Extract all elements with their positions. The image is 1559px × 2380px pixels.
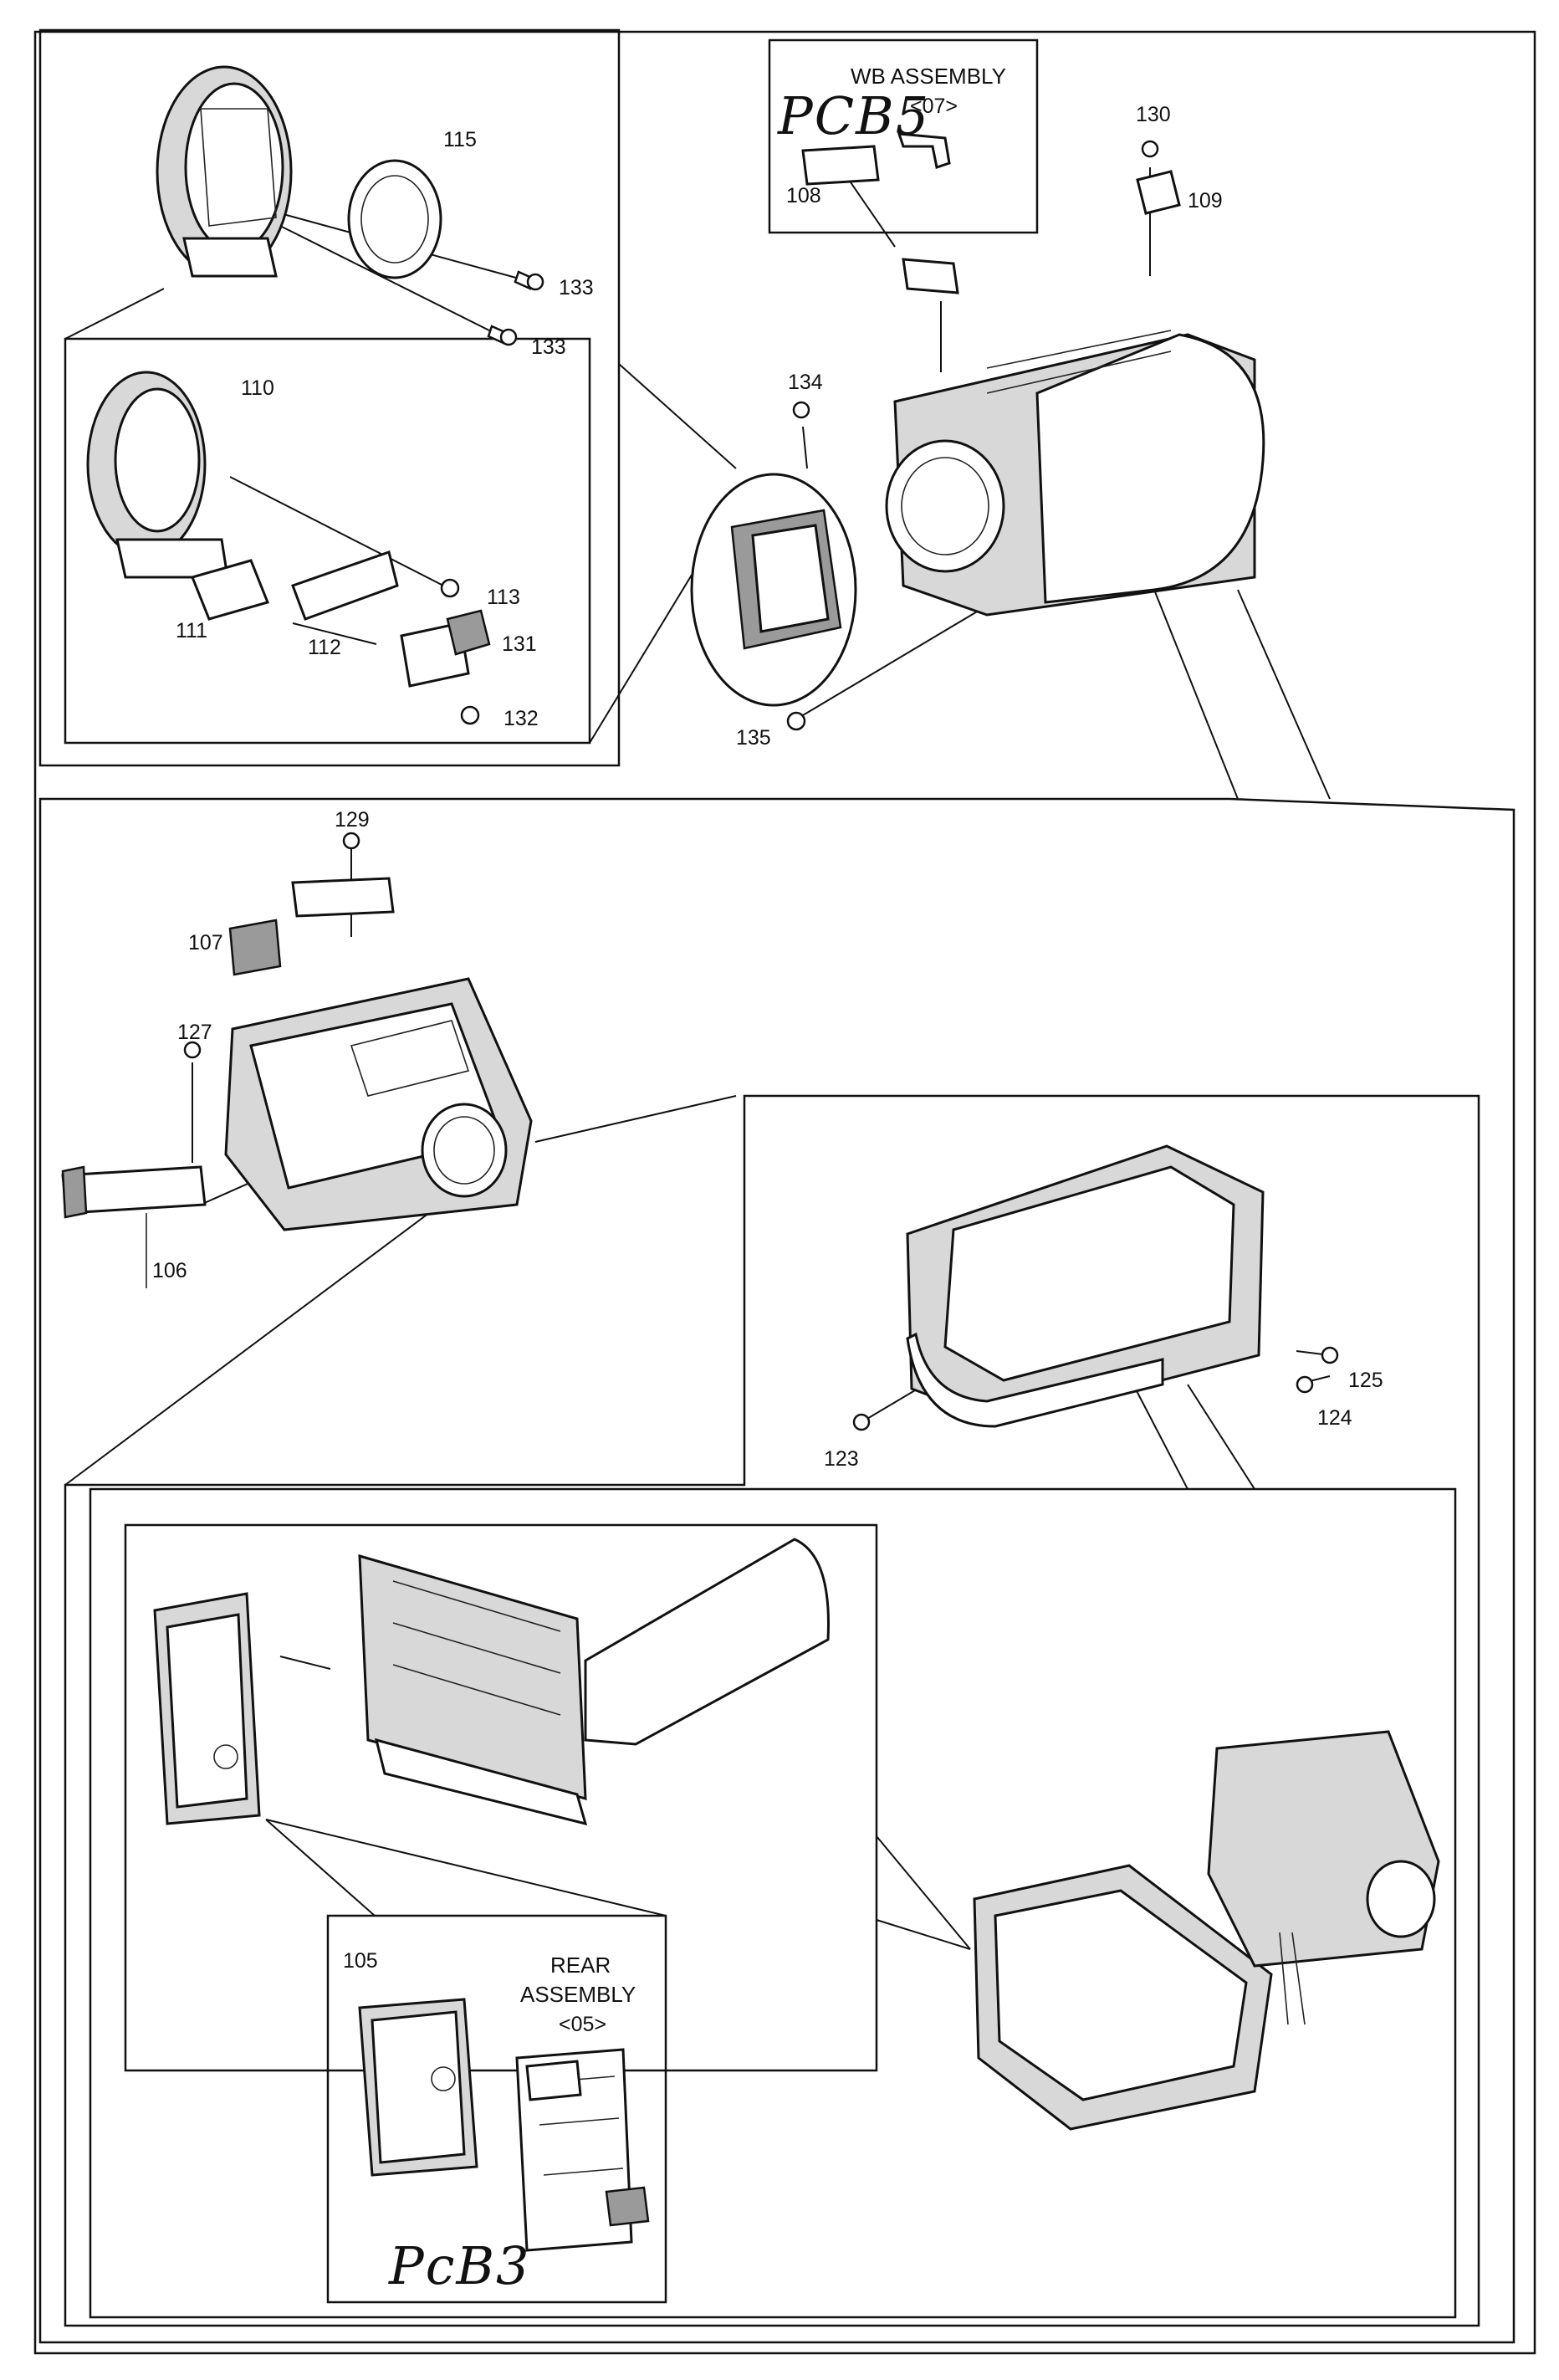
outer-frame — [33, 30, 1536, 2355]
front-bezel-134 — [690, 401, 857, 731]
rear-assembly-title-line2: ASSEMBLY — [520, 1982, 636, 2007]
callout-108: 108 — [786, 184, 821, 207]
wb-assembly-parts — [801, 132, 1181, 294]
callout-106: 106 — [152, 1259, 187, 1282]
chassis-detail-panel — [64, 1094, 1480, 2327]
callout-125: 125 — [1348, 1369, 1383, 1392]
wb-assembly-code: <07> — [910, 95, 958, 118]
lower-panel — [89, 1487, 1457, 2319]
rear-assembly-title-line1: REAR — [550, 1953, 611, 1978]
chassis-rear-view — [852, 1144, 1339, 1431]
callout-113: 113 — [487, 586, 520, 609]
handwritten-pcb5: PCB5 — [777, 85, 930, 146]
callout-133: 133 — [531, 335, 566, 359]
rear-assembly-box — [326, 1914, 667, 2304]
callout-111: 111 — [176, 619, 207, 642]
callout-105: 105 — [343, 1949, 378, 1973]
callout-115: 115 — [443, 128, 477, 151]
frames — [33, 28, 1536, 2355]
rear-detail-box — [124, 1523, 878, 2072]
callout-127: 127 — [177, 1021, 212, 1044]
callout-110: 110 — [241, 376, 274, 400]
callout-131: 131 — [502, 632, 537, 656]
callout-109: 109 — [1188, 189, 1223, 212]
assembly-labels: WB ASSEMBLY <07> REAR ASSEMBLY <05> — [520, 64, 1006, 2036]
handwritten-pcb3: PcB3 — [388, 2235, 530, 2296]
handwritten-notes: PCB5 PcB3 — [388, 85, 930, 2296]
callout-107: 107 — [188, 931, 223, 955]
main-chassis-open — [973, 1730, 1440, 2131]
chassis-main — [61, 832, 533, 1288]
rear-assembly-code: <05> — [559, 2013, 606, 2036]
callout-132: 132 — [503, 707, 539, 730]
board-assembly — [358, 1538, 830, 1826]
callout-133: 133 — [559, 276, 594, 299]
rear-cover-105 — [358, 1998, 478, 2177]
wb-assembly-box — [768, 38, 1039, 234]
callout-129: 129 — [335, 808, 370, 832]
camera-body-top — [885, 330, 1265, 617]
callout-130: 130 — [1136, 103, 1171, 126]
chassis-panel — [38, 797, 1516, 2344]
front-cover-assembly-115 — [156, 65, 544, 346]
front-cover-assembly-110 — [86, 371, 491, 725]
callout-labels: 115 133 133 110 113 111 112 131 132 130 … — [152, 103, 1383, 1973]
wb-assembly-title: WB ASSEMBLY — [851, 64, 1006, 89]
callout-123: 123 — [824, 1447, 859, 1471]
callout-124: 124 — [1317, 1406, 1352, 1430]
rear-assembly-board — [515, 2048, 650, 2252]
callout-112: 112 — [308, 636, 341, 659]
front-cover-panel — [38, 28, 621, 767]
callout-134: 134 — [788, 371, 823, 394]
rear-cover-left — [153, 1592, 261, 1825]
callout-135: 135 — [736, 726, 771, 750]
